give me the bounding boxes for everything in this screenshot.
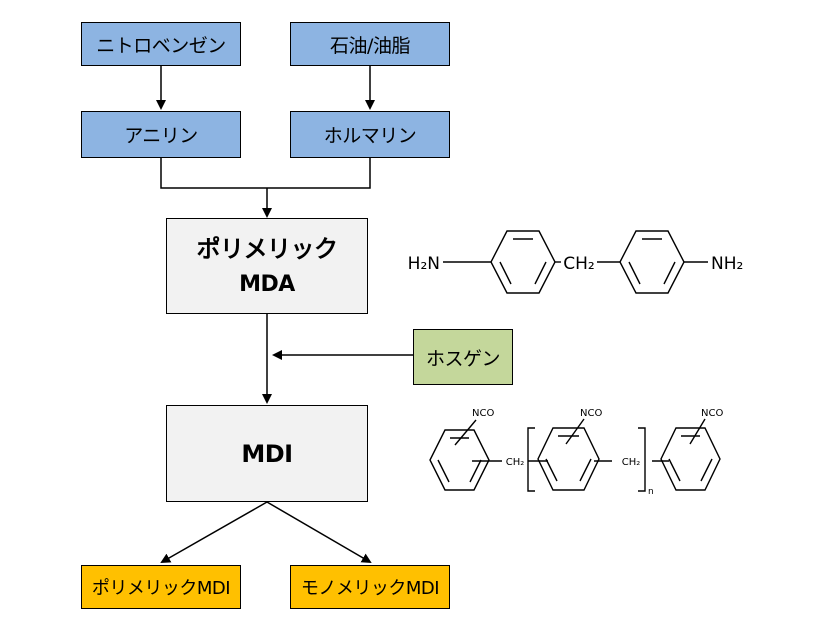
mdi-nco-2: NCO bbox=[580, 408, 602, 419]
box-monomeric-mdi: モノメリックMDI bbox=[290, 565, 450, 609]
box-polymeric-mda: ポリメリック MDA bbox=[166, 218, 368, 314]
connector-aniline-formalin bbox=[160, 158, 371, 189]
mda-line2: MDA bbox=[239, 272, 295, 297]
mda-h2n: H₂N bbox=[408, 254, 440, 274]
mdi-nco-3: NCO bbox=[701, 408, 723, 419]
box-nitrobenzene: ニトロベンゼン bbox=[81, 22, 241, 66]
box-polymeric-mdi: ポリメリックMDI bbox=[81, 565, 241, 609]
mdi-ch2-2: CH₂ bbox=[622, 457, 641, 468]
mda-ch2: CH₂ bbox=[563, 254, 594, 274]
arrow-mdi-polymeric bbox=[160, 501, 268, 563]
mdi-nco-1: NCO bbox=[472, 408, 494, 419]
mdi-benzene-ring-3 bbox=[660, 427, 721, 491]
arrow-mdi-monomeric bbox=[266, 501, 372, 564]
mdi-label: MDI bbox=[241, 439, 293, 468]
mdi-benzene-ring-2 bbox=[537, 427, 600, 491]
box-aniline: アニリン bbox=[81, 111, 241, 158]
mdi-ch2-1: CH₂ bbox=[506, 457, 525, 468]
mdi-bracket-left bbox=[527, 427, 535, 492]
box-formalin: ホルマリン bbox=[290, 111, 450, 158]
monomeric-mdi-label: モノメリックMDI bbox=[300, 578, 440, 599]
box-phosgene: ホスゲン bbox=[413, 329, 513, 385]
box-petroleum: 石油/油脂 bbox=[290, 22, 450, 66]
aniline-label: アニリン bbox=[124, 125, 198, 147]
mdi-benzene-ring-1 bbox=[429, 429, 490, 491]
mdi-bracket-right bbox=[638, 427, 646, 492]
formalin-label: ホルマリン bbox=[323, 125, 417, 147]
box-mdi: MDI bbox=[166, 405, 368, 502]
mdi-subscript-n: n bbox=[648, 487, 654, 497]
nitrobenzene-label: ニトロベンゼン bbox=[96, 34, 226, 57]
phosgene-label: ホスゲン bbox=[425, 347, 501, 370]
mda-nh2: NH₂ bbox=[711, 254, 743, 274]
petroleum-label: 石油/油脂 bbox=[330, 34, 410, 57]
mda-line1: ポリメリック bbox=[196, 235, 339, 263]
polymeric-mdi-label: ポリメリックMDI bbox=[91, 578, 231, 599]
